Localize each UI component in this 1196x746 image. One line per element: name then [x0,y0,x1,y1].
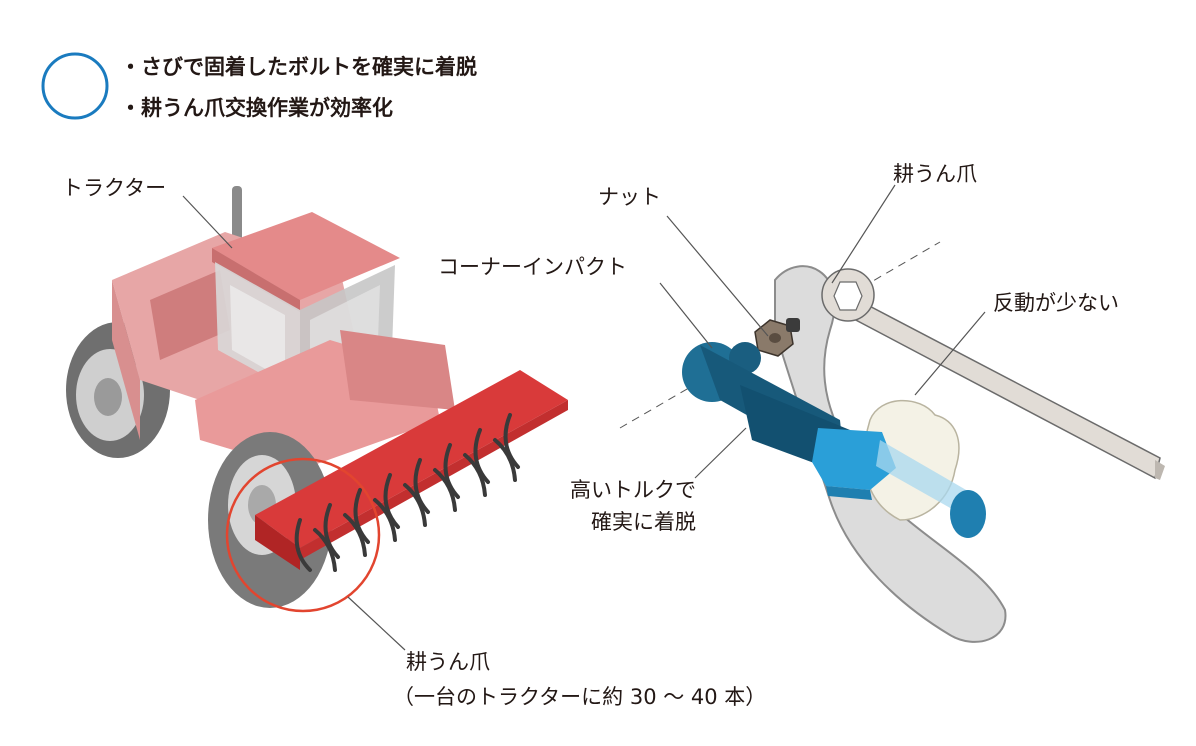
tractor-label: トラクター [62,176,167,200]
nut-label: ナット [598,185,661,209]
recoil-label: 反動が少ない [993,291,1119,315]
tine-label-bottom: 耕うん爪 [406,650,490,674]
torque-label-line-2: 確実に着脱 [591,510,696,534]
tool-illustration [619,241,1165,643]
leader-lines [182,184,986,651]
good-circle-icon [41,52,109,120]
corner-impact-label: コーナーインパクト [438,255,627,279]
tractor-illustration [66,186,568,613]
tine-label-right: 耕うん爪 [893,162,977,186]
torque-label-line-1: 高いトルクで [570,478,696,502]
tine-count-note: （一台のトラクターに約 30 ～ 40 本） [393,685,767,709]
merit-line-1: ・さびで固着したボルトを確実に着脱 [120,55,477,79]
merit-line-2: ・耕うん爪交換作業が効率化 [120,96,393,120]
tine-highlight-circle [225,457,381,613]
